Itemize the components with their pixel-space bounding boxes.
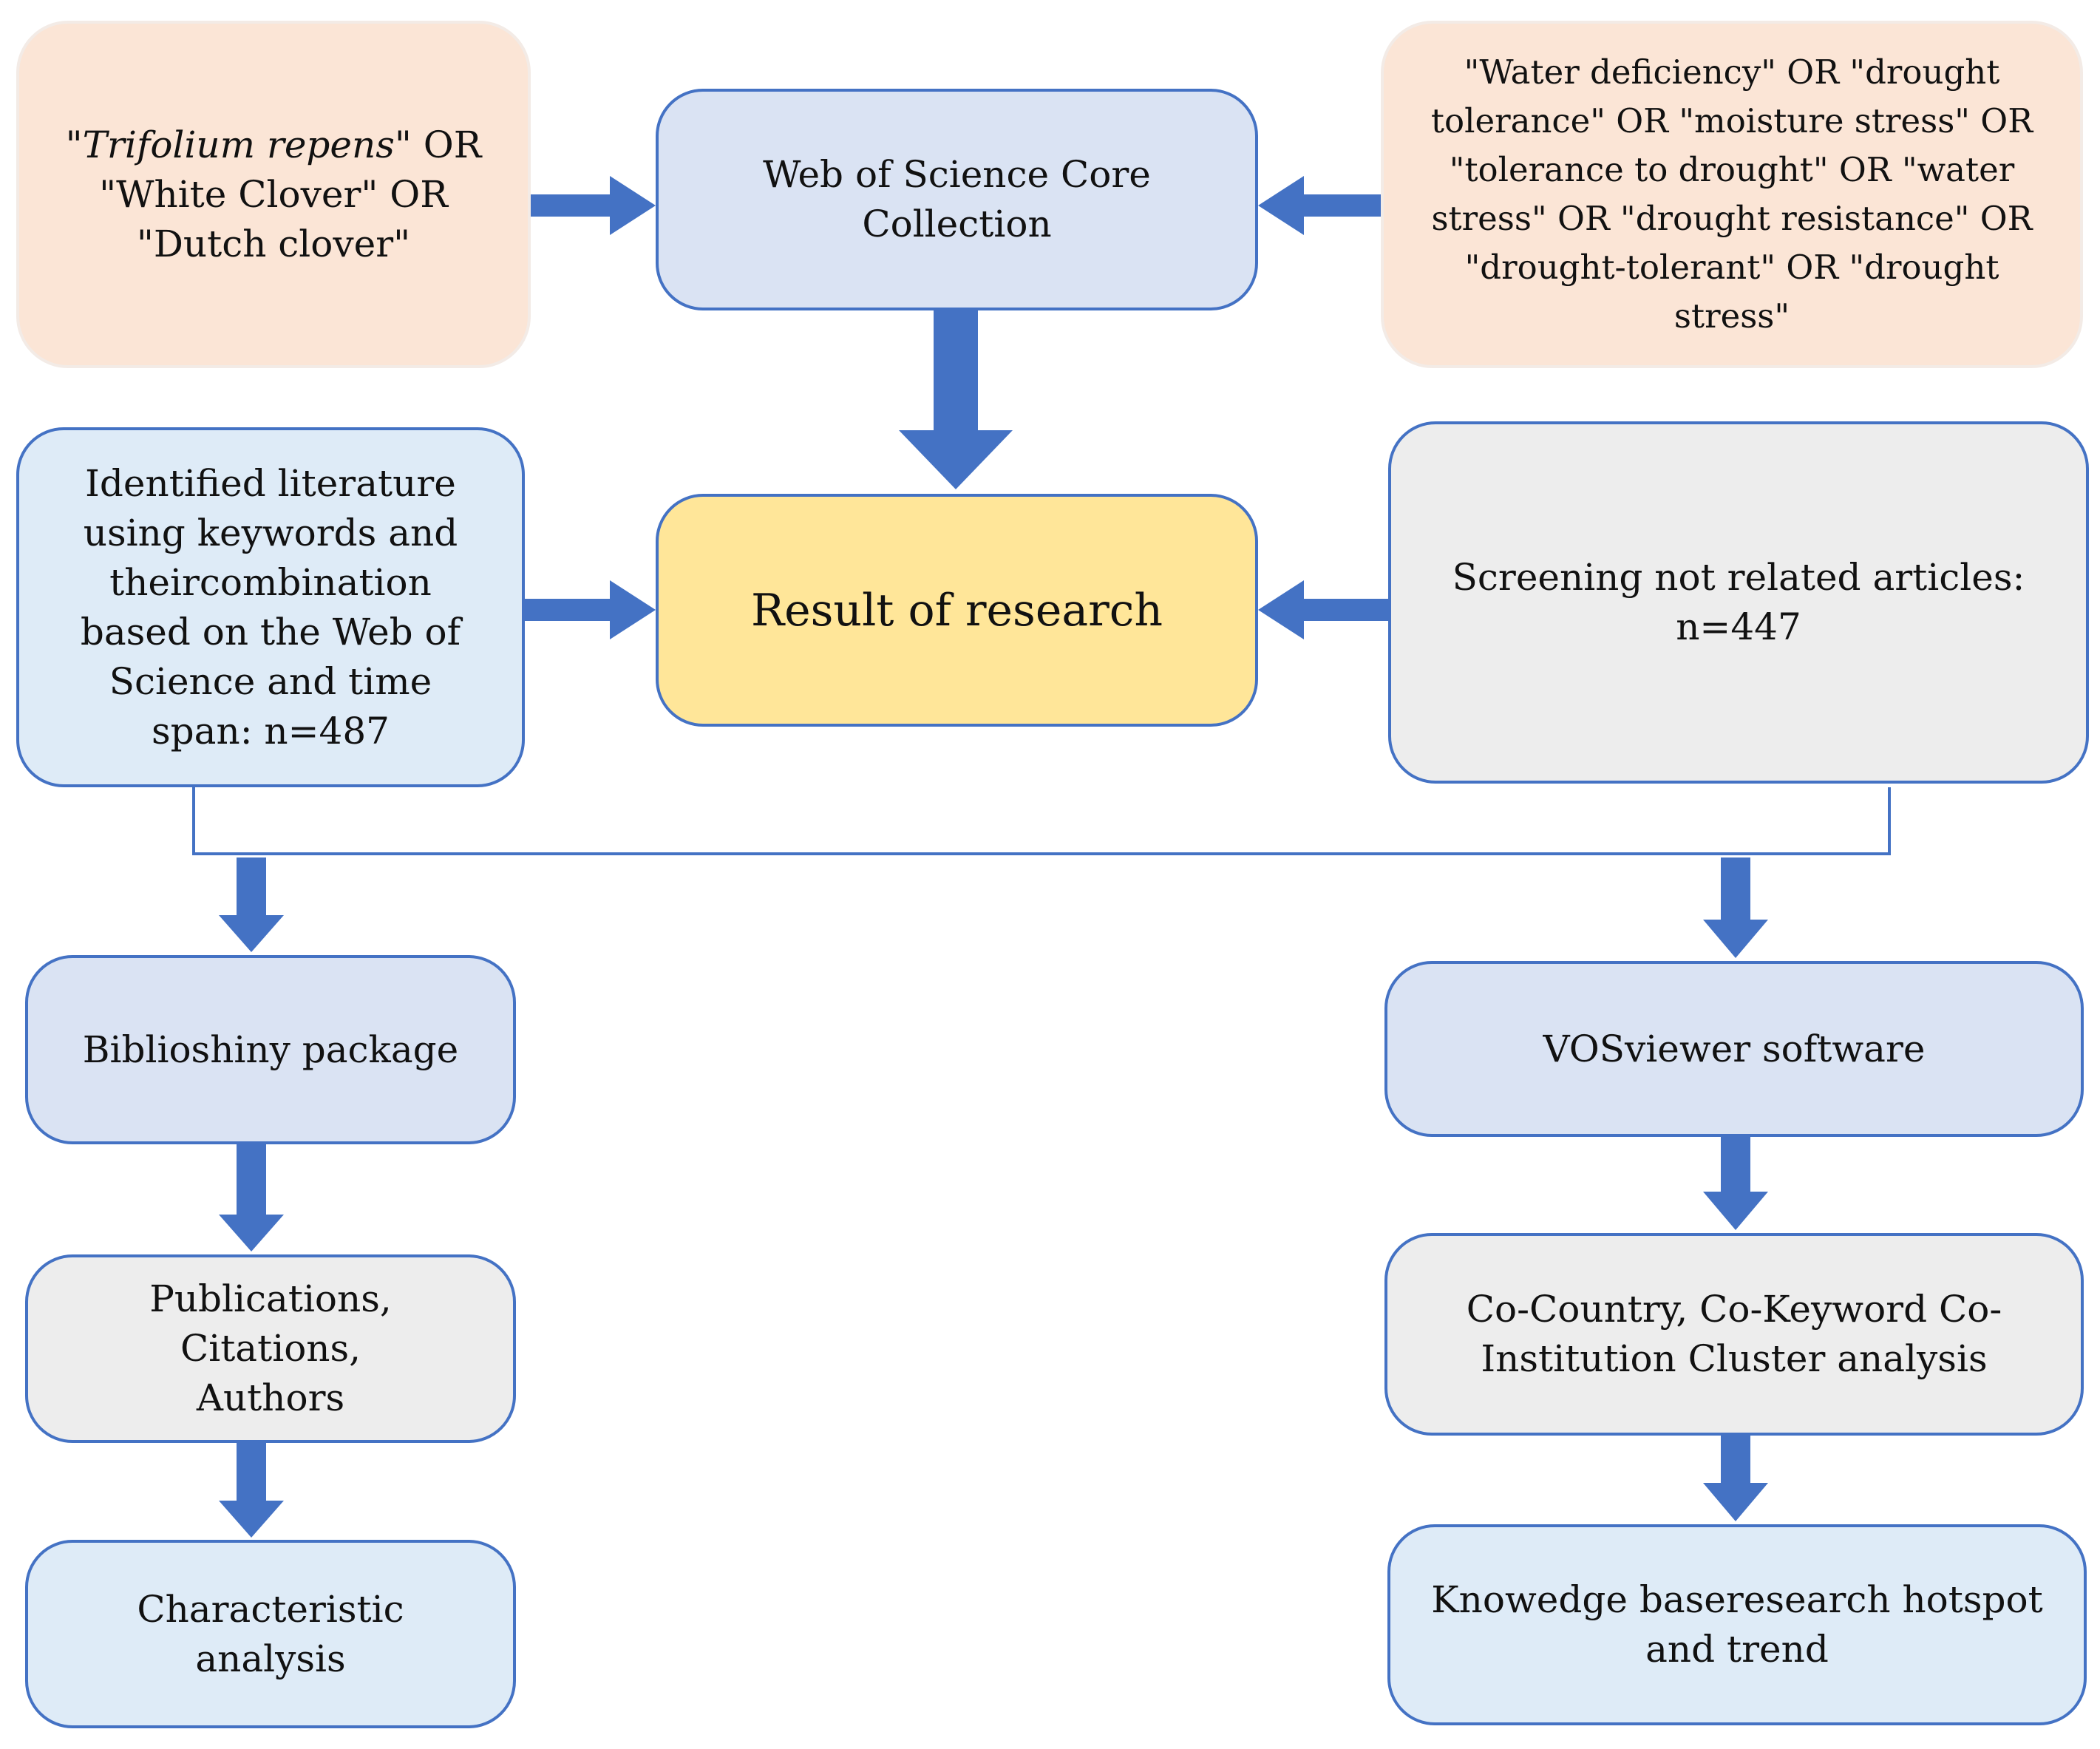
split-bracket-line xyxy=(192,787,1891,855)
arrow-right-icon xyxy=(531,176,656,235)
publications-label: Publications, Citations, Authors xyxy=(149,1277,392,1419)
arrow-right-icon xyxy=(525,580,656,639)
arrow-down-icon xyxy=(1703,857,1768,958)
species-query-line1-post: " OR xyxy=(394,123,482,166)
arrow-down-icon xyxy=(1703,1137,1768,1230)
species-query-box: "Trifolium repens" OR "White Clover" OR … xyxy=(16,21,531,368)
arrow-down-icon xyxy=(219,1144,284,1252)
publications-box: Publications, Citations, Authors xyxy=(25,1254,516,1443)
biblioshiny-box: Biblioshiny package xyxy=(25,955,516,1144)
arrow-left-icon xyxy=(1258,580,1388,639)
identified-literature-label: Identified literature using keywords and… xyxy=(80,461,461,753)
screening-box: Screening not related articles: n=447 xyxy=(1388,421,2089,784)
cluster-analysis-box: Co-Country, Co-Keyword Co- Institution C… xyxy=(1384,1233,2084,1436)
knowledge-box: Knowedge baseresearch hotspot and trend xyxy=(1387,1524,2087,1725)
drought-query-label: "Water deficiency" OR "drought tolerance… xyxy=(1430,52,2033,336)
arrow-left-icon xyxy=(1258,176,1381,235)
characteristic-label: Characteristic analysis xyxy=(137,1587,404,1680)
drought-query-box: "Water deficiency" OR "drought tolerance… xyxy=(1381,21,2083,368)
arrow-down-icon xyxy=(1703,1436,1768,1521)
database-box: Web of Science Core Collection xyxy=(656,89,1258,310)
vosviewer-label: VOSviewer software xyxy=(1543,1027,1926,1070)
database-label: Web of Science Core Collection xyxy=(763,153,1151,245)
result-box: Result of research xyxy=(656,494,1258,727)
screening-label: Screening not related articles: n=447 xyxy=(1452,556,2025,648)
species-query-rest: "White Clover" OR "Dutch clover" xyxy=(99,172,448,265)
arrow-down-icon xyxy=(899,310,1013,489)
characteristic-box: Characteristic analysis xyxy=(25,1540,516,1728)
knowledge-label: Knowedge baseresearch hotspot and trend xyxy=(1431,1578,2043,1671)
arrow-down-icon xyxy=(219,857,284,952)
cluster-analysis-label: Co-Country, Co-Keyword Co- Institution C… xyxy=(1466,1288,2002,1380)
vosviewer-box: VOSviewer software xyxy=(1384,961,2084,1137)
identified-literature-box: Identified literature using keywords and… xyxy=(16,427,525,787)
arrow-down-icon xyxy=(219,1443,284,1538)
species-query-scientific-name: Trifolium repens xyxy=(82,123,395,166)
species-query-line1-pre: " xyxy=(65,123,83,166)
biblioshiny-label: Biblioshiny package xyxy=(82,1028,459,1071)
result-label: Result of research xyxy=(750,584,1163,636)
